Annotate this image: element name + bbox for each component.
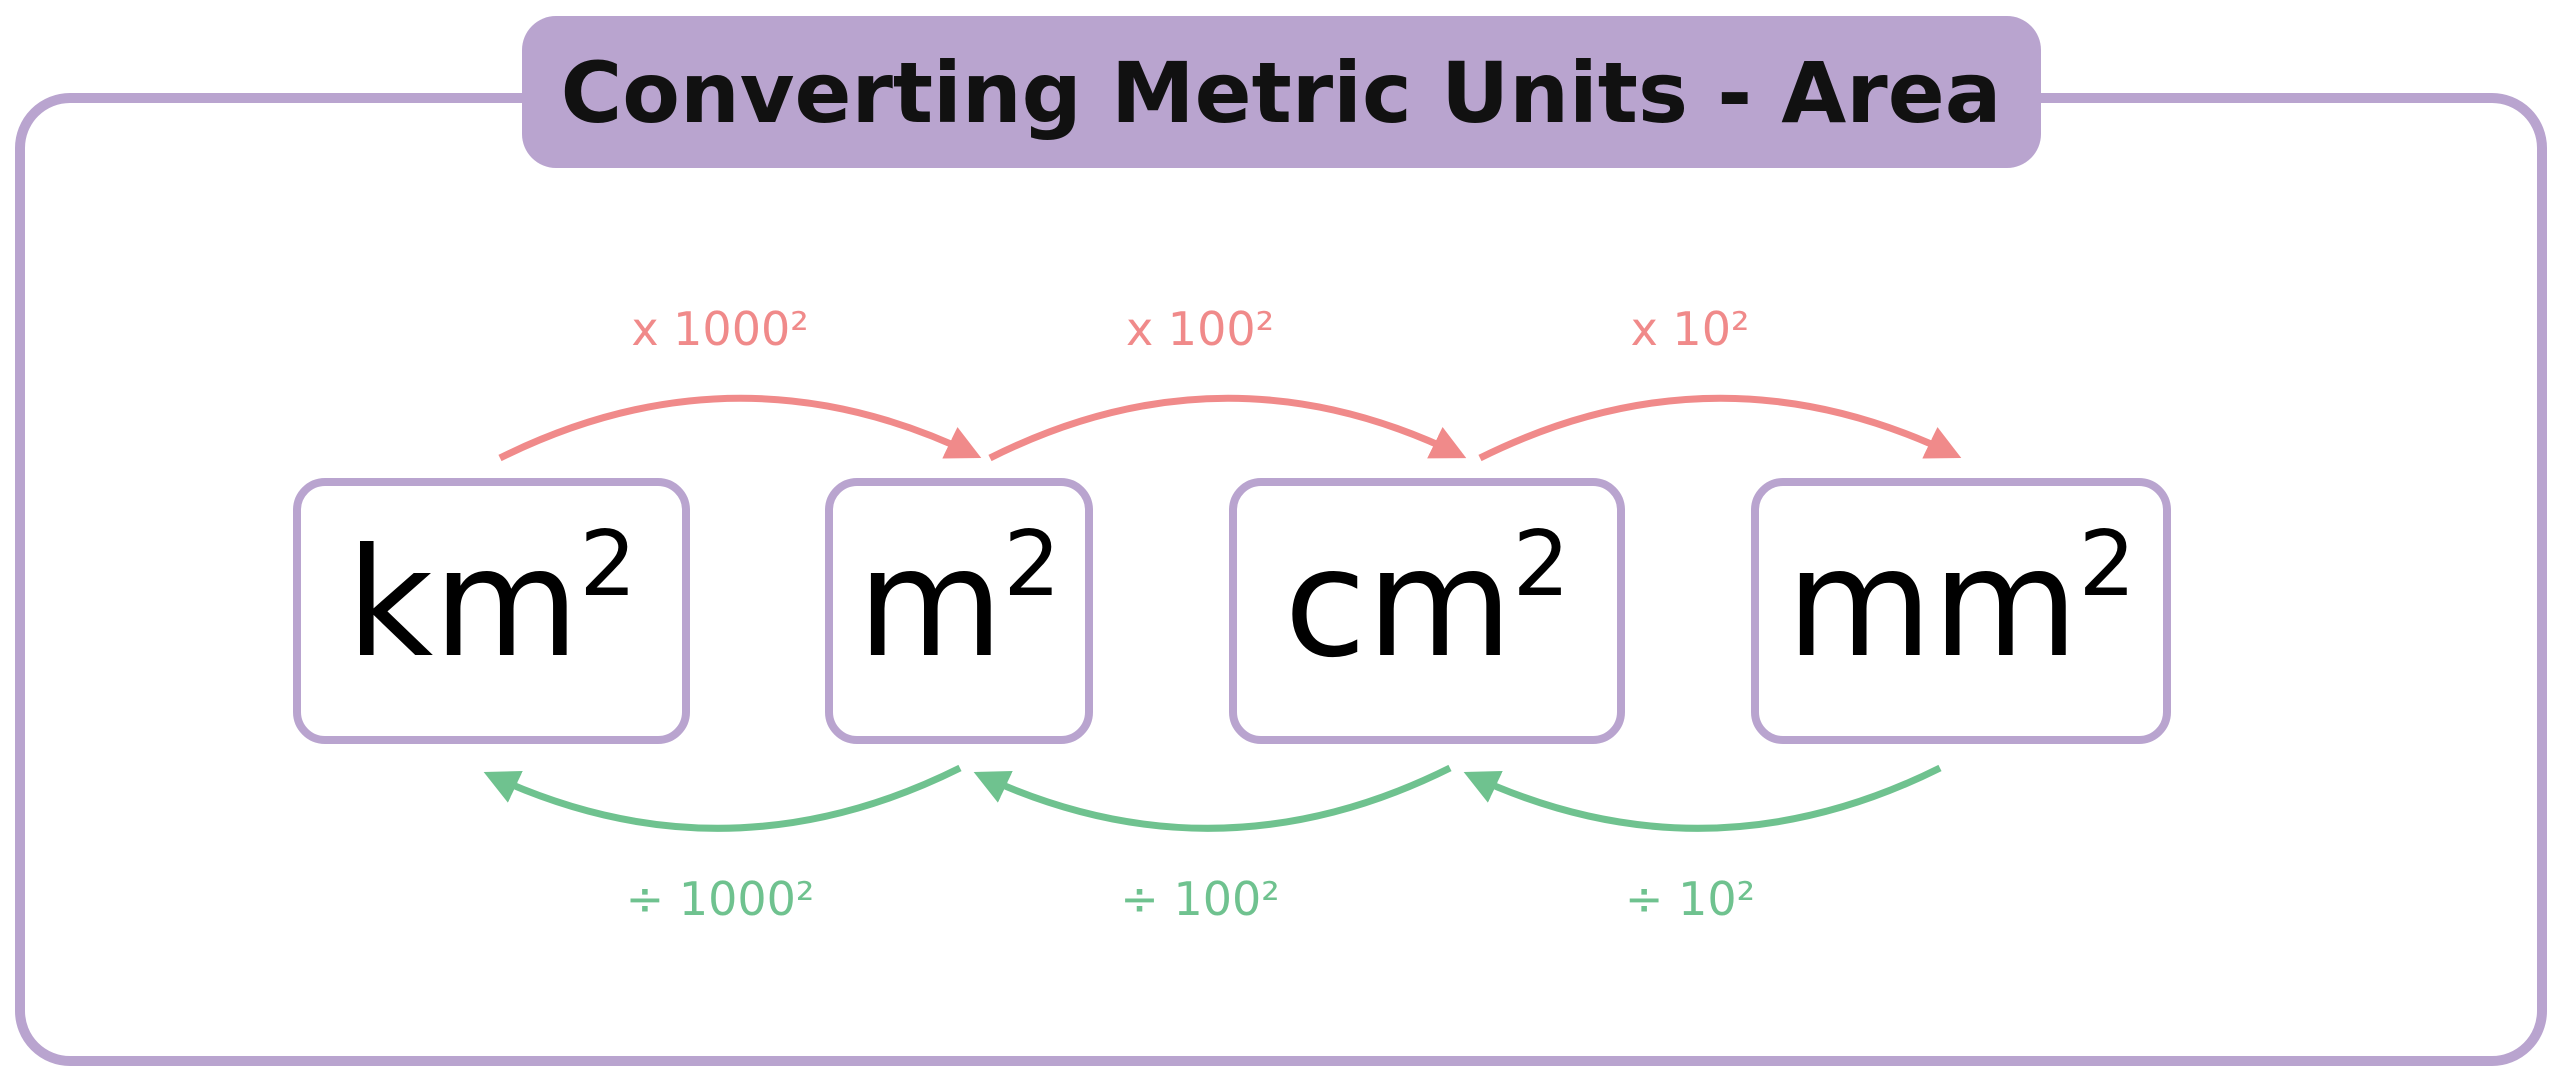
divide-label: ÷ 10² [1625, 872, 1755, 926]
title-text: Converting Metric Units - Area [561, 44, 2002, 142]
divide-arrow [483, 764, 962, 832]
multiply-label: x 100² [1126, 302, 1274, 356]
divide-label: ÷ 100² [1120, 872, 1279, 926]
divide-label: ÷ 1000² [626, 872, 815, 926]
unit-label: m2 [857, 512, 1060, 691]
unit-box-mm2: mm2 [1751, 478, 2171, 744]
title-banner: Converting Metric Units - Area [522, 16, 2041, 168]
unit-box-cm2: cm2 [1229, 478, 1625, 744]
unit-label: cm2 [1284, 512, 1570, 691]
unit-label: km2 [346, 512, 636, 691]
multiply-arrow [498, 394, 982, 462]
divide-arrow [973, 764, 1452, 832]
divide-arrow [1463, 764, 1942, 832]
unit-box-km2: km2 [293, 478, 690, 744]
multiply-label: x 10² [1631, 302, 1750, 356]
unit-box-m2: m2 [825, 478, 1093, 744]
multiply-arrow [1478, 394, 1962, 462]
multiply-arrow [988, 394, 1467, 462]
unit-label: mm2 [1786, 512, 2136, 691]
multiply-label: x 1000² [631, 302, 808, 356]
